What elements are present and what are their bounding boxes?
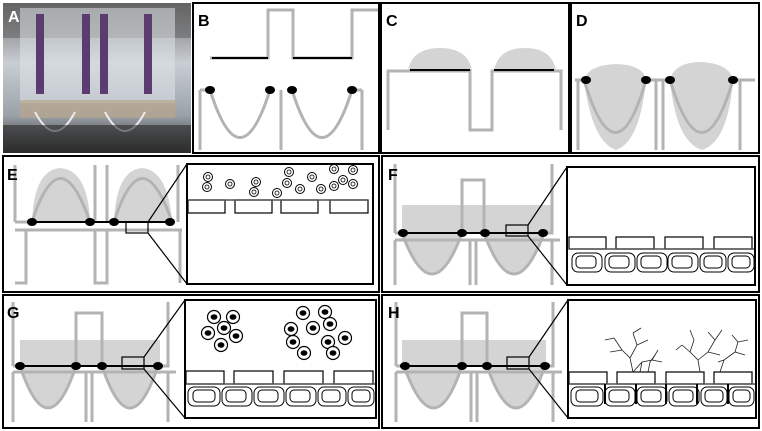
- adherent-cell-layer: [187, 386, 375, 407]
- panel-f-frame: [381, 155, 760, 293]
- panel-c-frame: [380, 2, 570, 154]
- membrane-segments: [568, 371, 753, 385]
- adherent-cell-layer: [570, 386, 755, 407]
- electrode-strips: [36, 14, 152, 94]
- panel-d: D: [570, 2, 760, 154]
- migrating-processes: [604, 384, 729, 404]
- panel-e: E: [2, 155, 380, 293]
- filled-wells: [32, 168, 172, 222]
- zoom-box: [505, 224, 529, 237]
- chip-profile: [386, 69, 563, 132]
- well-bottoms: [198, 88, 364, 150]
- panel-b: B: [192, 2, 380, 154]
- panel-label-e: E: [7, 167, 18, 184]
- zoom-box: [125, 221, 149, 234]
- medium-layer: [402, 340, 546, 366]
- electrode-dots: [205, 86, 357, 94]
- panel-label-d: D: [576, 13, 588, 30]
- panel-label-c: C: [386, 13, 398, 30]
- zoom-box: [506, 356, 530, 370]
- droplets: [408, 48, 556, 71]
- chip-profile: [13, 165, 182, 285]
- suspended-cells: [202, 164, 358, 198]
- electrode-dots: [581, 76, 738, 84]
- panel-label-h: H: [388, 305, 400, 322]
- panel-f: F: [381, 155, 760, 293]
- chip-profile: [394, 302, 562, 422]
- panel-g-frame: [2, 294, 380, 429]
- zoom-box: [121, 356, 145, 370]
- electrode-dots: [27, 218, 175, 226]
- panel-a: A: [3, 3, 191, 153]
- panel-label-a: A: [8, 9, 20, 26]
- panel-d-frame: [570, 2, 760, 154]
- membrane-segments: [185, 370, 374, 385]
- membrane-segments: [187, 199, 369, 214]
- panel-h-frame: [381, 294, 760, 429]
- filled-wells: [584, 62, 733, 150]
- electrode-dots: [15, 362, 163, 370]
- electrode-dots: [398, 229, 548, 237]
- panel-g: G: [2, 294, 380, 429]
- panel-label-b: B: [198, 13, 210, 30]
- panel-e-frame: [2, 155, 380, 293]
- panel-c: C: [380, 2, 570, 154]
- neurite-network: [604, 327, 749, 373]
- medium-layer: [20, 340, 160, 366]
- electrode-dots: [400, 362, 550, 370]
- adherent-cell-layer: [571, 252, 755, 273]
- panel-b-frame: [192, 2, 380, 154]
- membrane-segments: [568, 236, 753, 250]
- medium-layer: [402, 205, 552, 233]
- panel-label-g: G: [7, 305, 19, 322]
- panel-h: H: [381, 294, 760, 429]
- panel-label-f: F: [388, 167, 398, 184]
- chip-top-profile: [210, 8, 378, 60]
